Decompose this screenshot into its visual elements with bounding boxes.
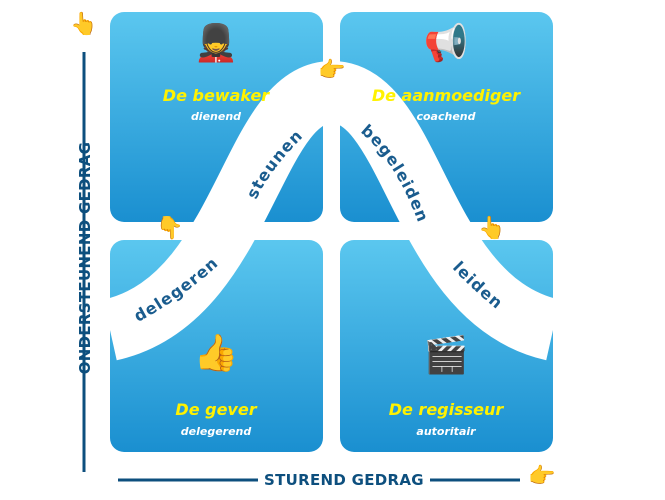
x-axis-label: STUREND GEDRAG [264,471,424,489]
bell-curve-band [101,60,562,361]
pointing-right-hand-icon: 👉 [528,464,556,489]
quadrant-title-aanmoediger: De aanmoediger [371,86,521,105]
pointing-down-hand-icon: 👇 [156,216,184,241]
pointing-right-hand-icon: 👉 [318,58,346,83]
quadrant-subtitle-dienend: dienend [190,110,242,123]
megaphone-icon: 📢 [423,23,469,64]
quadrant-title-gever: De gever [175,400,257,419]
clapper-board-icon: 🎬 [423,335,469,376]
pointing-up-hand-icon: 👆 [70,12,98,37]
quadrant-title-regisseur: De regisseur [388,400,504,419]
quadrant-subtitle-coachend: coachend [416,110,476,123]
y-axis-label: ONDERSTEUNEND GEDRAG [76,141,94,375]
pointing-up-hand-icon: 👆 [478,216,506,241]
quadrant-title-bewaker: De bewaker [162,86,270,105]
guard-icon: 💂 [193,23,239,64]
thumbs-up-icon: 👍 [193,333,239,374]
quadrant-subtitle-delegerend: delegerend [180,425,252,438]
quadrant-subtitle-autoritair: autoritair [416,425,476,438]
